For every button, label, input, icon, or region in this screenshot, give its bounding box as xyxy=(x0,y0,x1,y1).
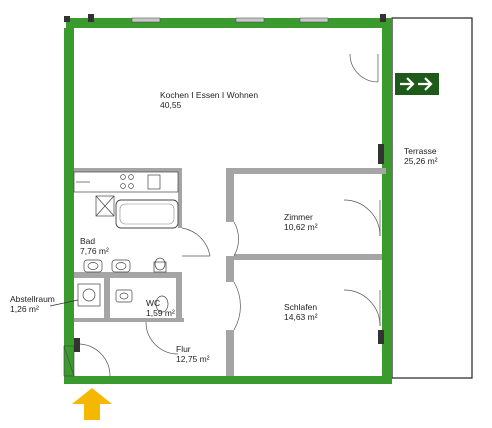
terrace-door-markers xyxy=(74,144,384,352)
room-schlafen-area: 14,63 m² xyxy=(284,312,318,322)
room-zimmer-label: Zimmer 10,62 m² xyxy=(284,212,318,232)
room-flur-name: Flur xyxy=(176,344,191,354)
room-abstellraum-label: Abstellraum 1,26 m² xyxy=(10,294,55,314)
room-wc-label: WC 1,59 m² xyxy=(146,298,175,318)
room-terrasse-label: Terrasse 25,26 m² xyxy=(404,146,438,166)
room-flur-area: 12,75 m² xyxy=(176,354,210,364)
double-arrow-right-icon xyxy=(395,73,439,95)
room-kochen-name: Kochen I Essen I Wohnen xyxy=(160,90,259,100)
exterior-walls xyxy=(64,18,392,384)
room-wc-area: 1,59 m² xyxy=(146,308,175,318)
top-windows xyxy=(131,17,329,23)
interior-walls xyxy=(74,168,386,376)
room-wc-name: WC xyxy=(146,298,161,308)
room-bad-label: Bad 7,76 m² xyxy=(80,236,109,256)
corner-markers xyxy=(64,14,386,22)
room-zimmer-area: 10,62 m² xyxy=(284,222,318,232)
washer xyxy=(77,283,101,307)
wc-fixtures xyxy=(115,289,169,313)
bath-fixtures xyxy=(83,257,167,273)
kitchen-counter xyxy=(73,171,179,193)
room-schlafen-label: Schlafen 14,63 m² xyxy=(284,302,318,322)
room-flur-label: Flur 12,75 m² xyxy=(176,344,210,364)
shower-tray xyxy=(95,195,115,217)
bathtub xyxy=(115,199,179,229)
room-kochen-label: Kochen I Essen I Wohnen 40,55 xyxy=(160,90,258,110)
room-zimmer-name: Zimmer xyxy=(284,212,313,222)
room-terrasse-name: Terrasse xyxy=(404,146,437,156)
door-swings xyxy=(77,53,381,377)
wall-openings xyxy=(63,345,75,377)
room-schlafen-name: Schlafen xyxy=(284,302,318,312)
room-terrasse-area: 25,26 m² xyxy=(404,156,438,166)
arrow-up-icon xyxy=(72,388,112,420)
room-kochen-area: 40,55 xyxy=(160,100,182,110)
room-bad-name: Bad xyxy=(80,236,96,246)
room-abstellraum-name: Abstellraum xyxy=(10,294,55,304)
room-bad-area: 7,76 m² xyxy=(80,246,109,256)
room-abstellraum-area: 1,26 m² xyxy=(10,304,39,314)
